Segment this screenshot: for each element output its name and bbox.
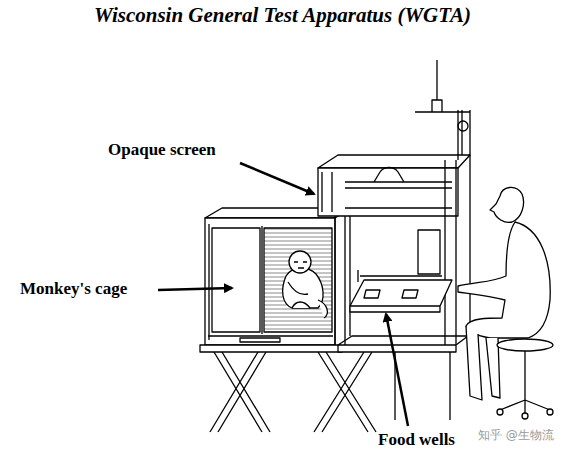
leader-arrow (386, 314, 408, 426)
monkey-figure (283, 251, 328, 318)
monkey-limbs (288, 262, 327, 318)
stool-seat (497, 339, 553, 351)
stool-base (500, 351, 550, 414)
food-well-cups (364, 290, 418, 298)
line-art (158, 60, 553, 432)
watermark: 知乎 @生物流 (478, 427, 554, 444)
leader-arrow (158, 288, 232, 290)
main-platform (338, 336, 468, 352)
monkey-head (289, 251, 311, 273)
experimenter-body (458, 222, 550, 338)
experimenter-legs (466, 326, 500, 400)
stool-wheel (522, 413, 528, 419)
cage-bars (264, 228, 332, 332)
diagram-title: Wisconsin General Test Apparatus (WGTA) (94, 3, 471, 28)
opaque-screen-panel (318, 168, 458, 216)
part-label: Food wells (378, 430, 455, 450)
experimenter-figure (458, 187, 553, 419)
viewing-window (418, 230, 440, 274)
cage-front (205, 218, 335, 345)
screen-details (322, 168, 452, 213)
test-tray (350, 270, 452, 312)
top-rod (415, 60, 470, 112)
leader-arrow (240, 163, 314, 194)
cage-base (200, 345, 342, 352)
cage-frame-lines (208, 224, 333, 342)
top-compartment (318, 155, 470, 168)
stool-wheel (497, 409, 503, 415)
part-label: Opaque screen (108, 140, 216, 160)
part-label: Monkey's cage (20, 279, 127, 299)
experimenter-head (490, 187, 524, 222)
pulley (458, 121, 468, 131)
sawhorse-legs (210, 352, 450, 432)
cage-door (212, 228, 260, 332)
stool-wheel (547, 409, 553, 415)
